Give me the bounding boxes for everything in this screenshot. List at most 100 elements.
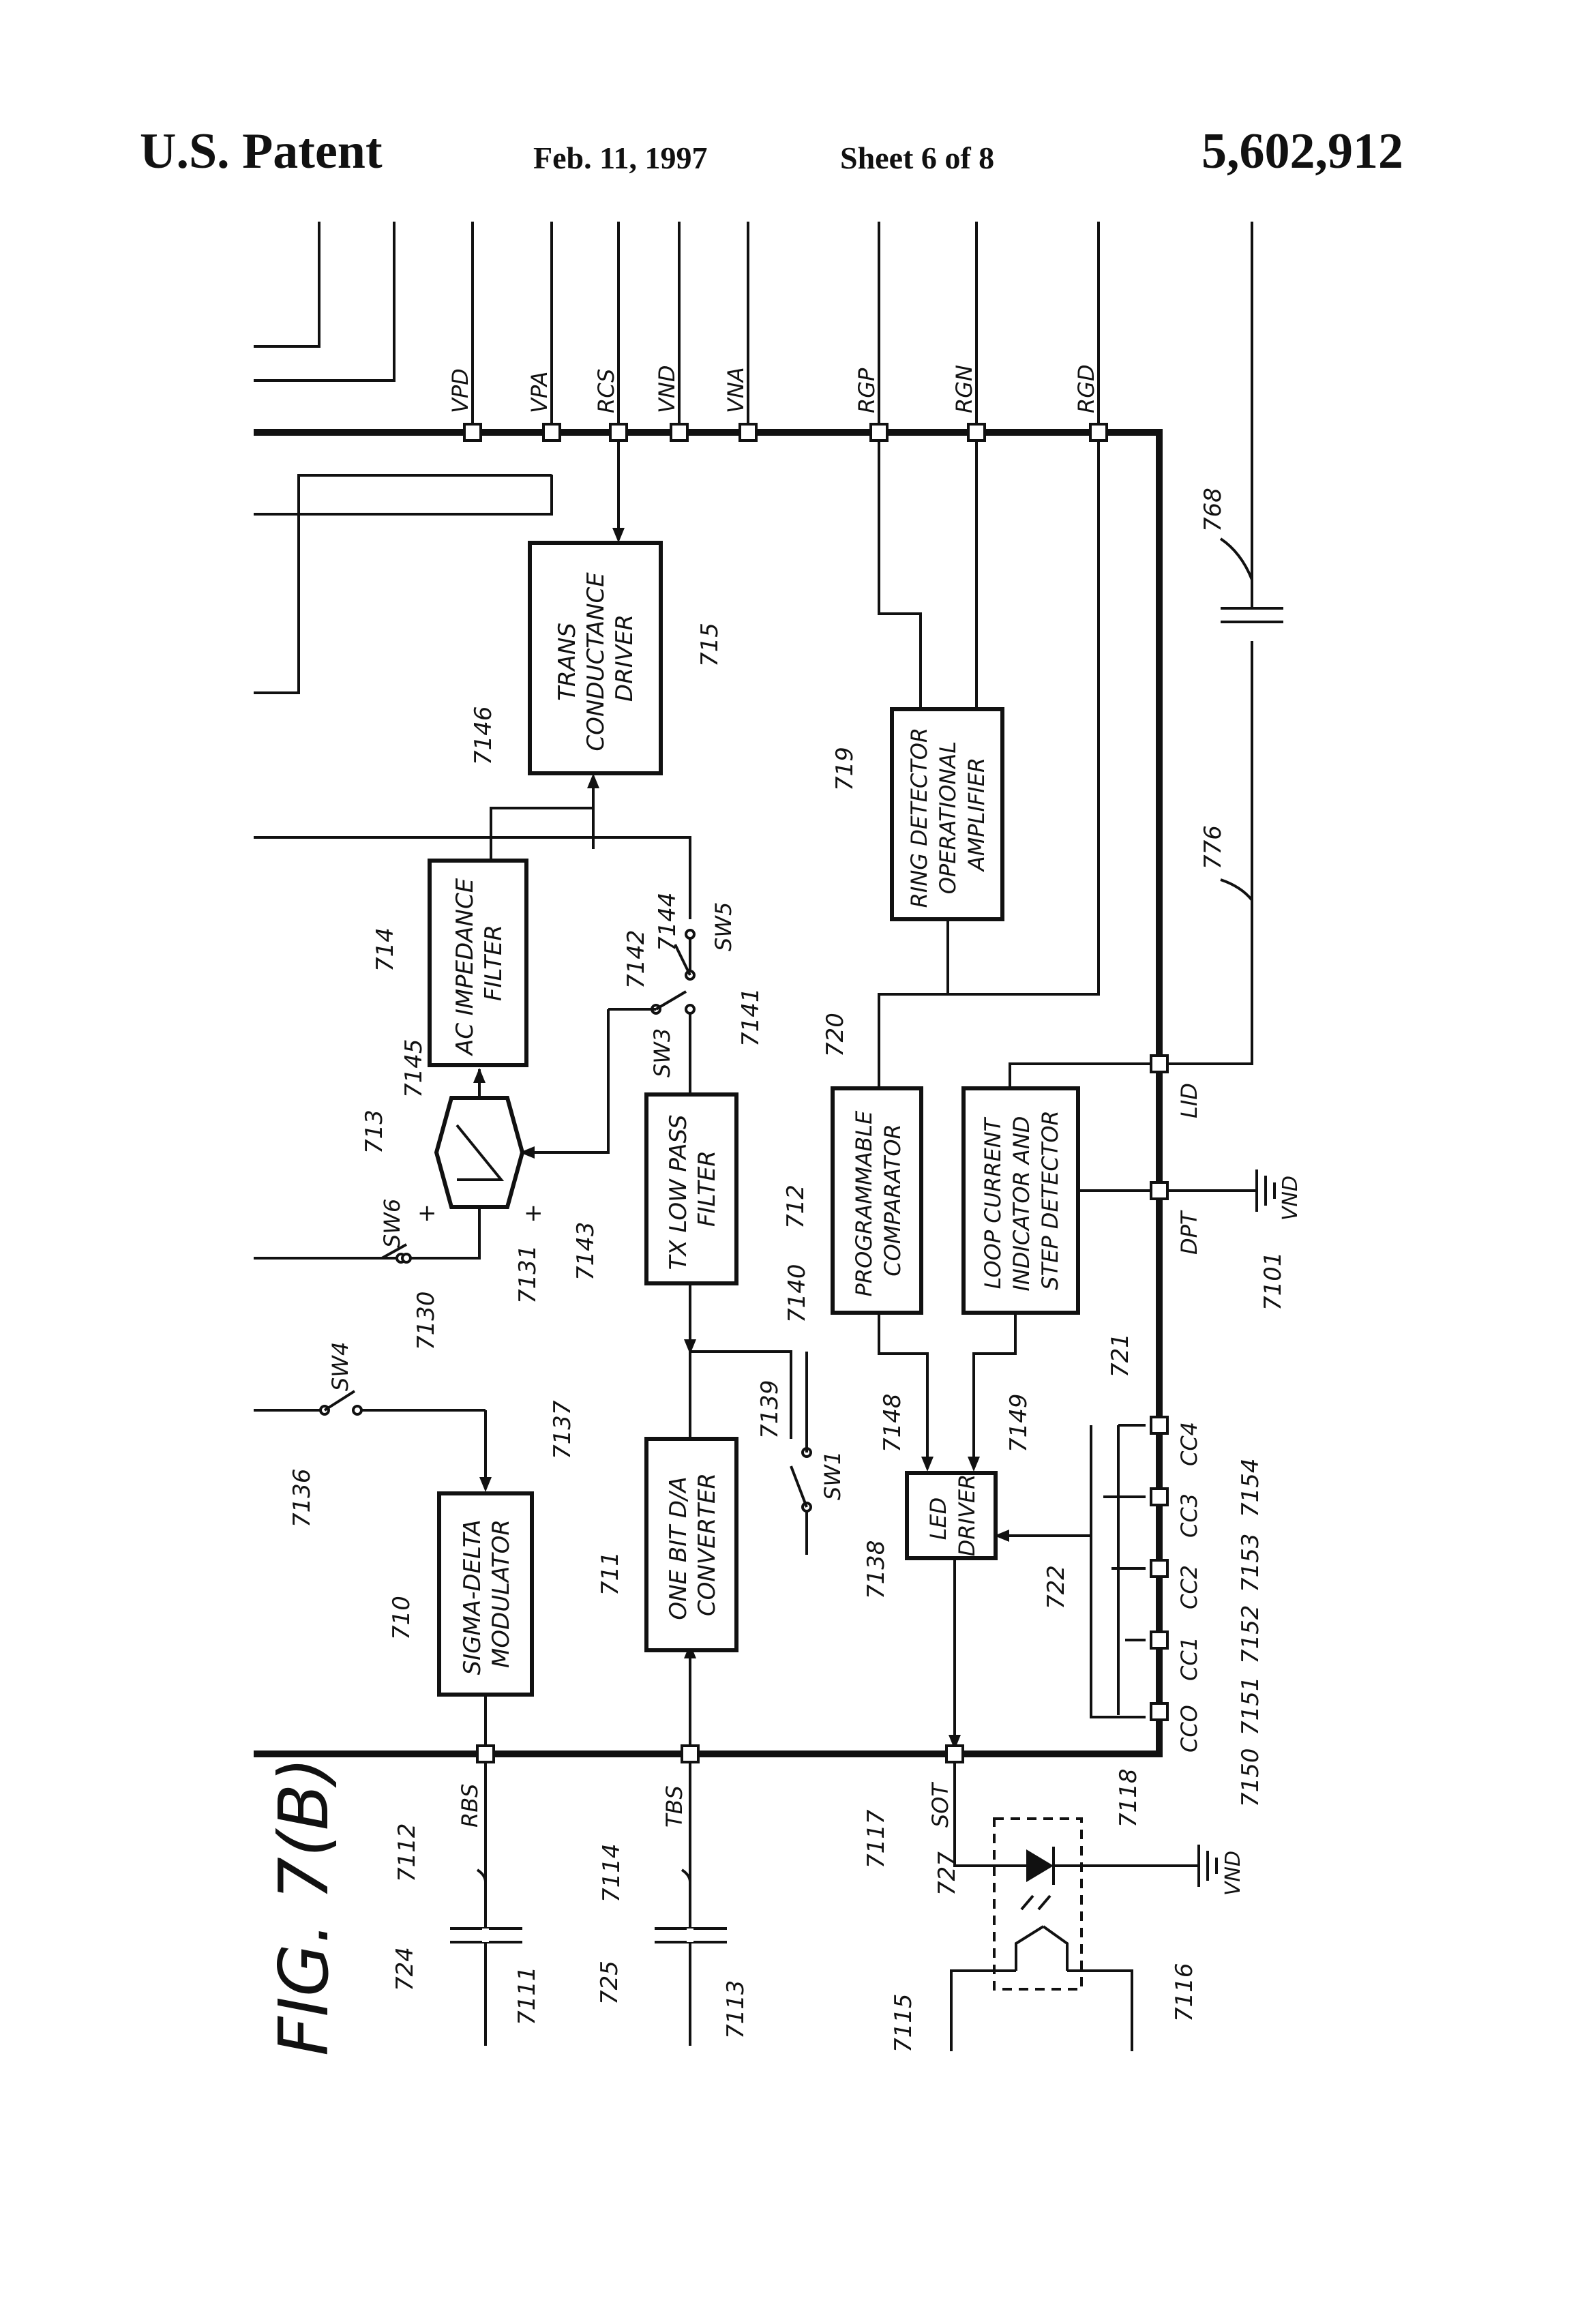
ref-722: 722 [1043, 1565, 1070, 1609]
ground-symbol-led [1197, 1845, 1218, 1887]
block-text-719: RING DETECTOR OPERATIONAL AMPLIFIER [906, 721, 989, 908]
ref-720: 720 [822, 1013, 849, 1057]
pin-label-lid: LID [1176, 1083, 1202, 1118]
pin-label-rbs: RBS [457, 1784, 483, 1828]
block-text-712: TX LOW PASS FILTER [665, 1107, 721, 1270]
switch-sw5 [674, 929, 696, 981]
block-text-710: SIGMA-DELTA MODULATOR [459, 1513, 515, 1675]
ref-7139: 7139 [756, 1380, 783, 1439]
summing-amplifier-713: + + [417, 1096, 543, 1227]
ref-7148: 7148 [879, 1393, 906, 1452]
ref-711: 711 [597, 1551, 624, 1596]
pin-label-sot: SOT [927, 1782, 953, 1828]
ref-721: 721 [1107, 1333, 1134, 1377]
ref-7150: 7150 [1237, 1748, 1264, 1807]
ground-symbol-dpt [1255, 1170, 1276, 1212]
top-pin-leads [471, 222, 1100, 432]
ref-7153: 7153 [1237, 1533, 1264, 1592]
upper-rails [254, 222, 1253, 1412]
ref-7151: 7151 [1237, 1676, 1264, 1735]
ref-724: 724 [391, 1947, 419, 1991]
ref-7112: 7112 [393, 1823, 421, 1882]
ref-7116: 7116 [1171, 1963, 1198, 2022]
ref-713: 713 [361, 1109, 388, 1154]
ref-7111: 7111 [513, 1966, 541, 2025]
internal-wiring [359, 432, 1257, 2051]
ref-725: 725 [596, 1961, 623, 2005]
svg-text:+: + [417, 1200, 437, 1227]
ref-7136: 7136 [288, 1468, 316, 1528]
capacitor-768 [1221, 607, 1283, 641]
pin-label-vnd: VND [654, 366, 680, 413]
switch-label-sw4: SW4 [327, 1342, 353, 1391]
ref-719: 719 [831, 747, 859, 791]
switch-label-sw5: SW5 [711, 902, 736, 951]
block-text-720: PROGRAMMABLE COMPARATOR [851, 1104, 906, 1297]
ref-7149: 7149 [1005, 1393, 1032, 1452]
block-719 [890, 707, 1004, 921]
pin-label-vna: VNA [723, 367, 749, 413]
pin-label-cc2: CC2 [1176, 1565, 1202, 1609]
block-text-714: AC IMPEDANCE FILTER [451, 871, 507, 1056]
ref-7118: 7118 [1115, 1768, 1142, 1828]
ref-7137: 7137 [549, 1400, 576, 1459]
pin-label-cc4: CC4 [1176, 1422, 1202, 1466]
pin-label-cco: CCO [1176, 1705, 1202, 1753]
block-715 [528, 541, 663, 775]
pin-label-rgn: RGN [951, 365, 977, 413]
ref-7143: 7143 [572, 1221, 599, 1281]
ref-776: 776 [1199, 825, 1227, 869]
switch-sw3 [608, 990, 696, 1015]
ref-7146: 7146 [470, 706, 497, 765]
block-710 [437, 1491, 534, 1697]
ref-727: 727 [934, 1851, 961, 1896]
ref-715: 715 [696, 623, 723, 667]
publication-date: Feb. 11, 1997 [533, 140, 708, 175]
patent-number: 5,602,912 [1202, 123, 1403, 179]
leader-lines [476, 537, 1253, 1883]
switch-sw4 [319, 1390, 363, 1416]
ground-label-dpt: VND [1279, 1176, 1302, 1221]
block-714 [428, 859, 528, 1067]
ref-7113: 7113 [722, 1980, 749, 2039]
block-text-721: LOOP CURRENT INDICATOR AND STEP DETECTOR [980, 1109, 1063, 1291]
ref-7101: 7101 [1259, 1251, 1287, 1311]
svg-text:+: + [524, 1200, 543, 1227]
ref-7145: 7145 [400, 1039, 428, 1098]
block-text-715: TRANS CONDUCTANCE DRIVER [554, 565, 638, 751]
sheet-number: Sheet 6 of 8 [840, 140, 995, 175]
pin-label-tbs: TBS [661, 1785, 687, 1828]
switch-sw6 [381, 1243, 412, 1264]
ref-7131: 7131 [514, 1245, 541, 1304]
ref-7142: 7142 [623, 929, 650, 989]
publication-title: U.S. Patent [140, 123, 383, 179]
pin-label-cc1: CC1 [1176, 1637, 1202, 1681]
block-721 [961, 1086, 1080, 1315]
pin-label-dpt: DPT [1176, 1210, 1202, 1255]
ref-7140: 7140 [783, 1264, 811, 1323]
block-text-711: ONE BIT D/A CONVERTER [665, 1469, 721, 1620]
optocoupler-727 [993, 1817, 1083, 1991]
block-text-722: LED DRIVER [925, 1474, 980, 1557]
ref-7130: 7130 [413, 1291, 440, 1350]
ref-7117: 7117 [863, 1809, 890, 1868]
switch-label-sw1: SW1 [820, 1451, 846, 1500]
block-720 [831, 1086, 923, 1315]
ref-7138: 7138 [863, 1540, 890, 1599]
pin-squares [463, 423, 1169, 1763]
pin-label-cc3: CC3 [1176, 1493, 1202, 1538]
switch-sw1 [790, 1352, 812, 1513]
block-712 [644, 1092, 738, 1285]
ref-7114: 7114 [598, 1843, 625, 1903]
ref-710: 710 [388, 1596, 415, 1640]
pin-label-vpd: VPD [447, 368, 473, 413]
ref-712: 712 [782, 1185, 809, 1229]
pin-label-rgp: RGP [854, 368, 880, 413]
switch-label-sw3: SW3 [649, 1028, 675, 1077]
ref-7154: 7154 [1237, 1458, 1264, 1517]
ref-714: 714 [372, 927, 399, 972]
ref-7152: 7152 [1237, 1605, 1264, 1664]
ref-7115: 7115 [890, 1993, 917, 2053]
chip-boundary [254, 429, 1163, 1757]
